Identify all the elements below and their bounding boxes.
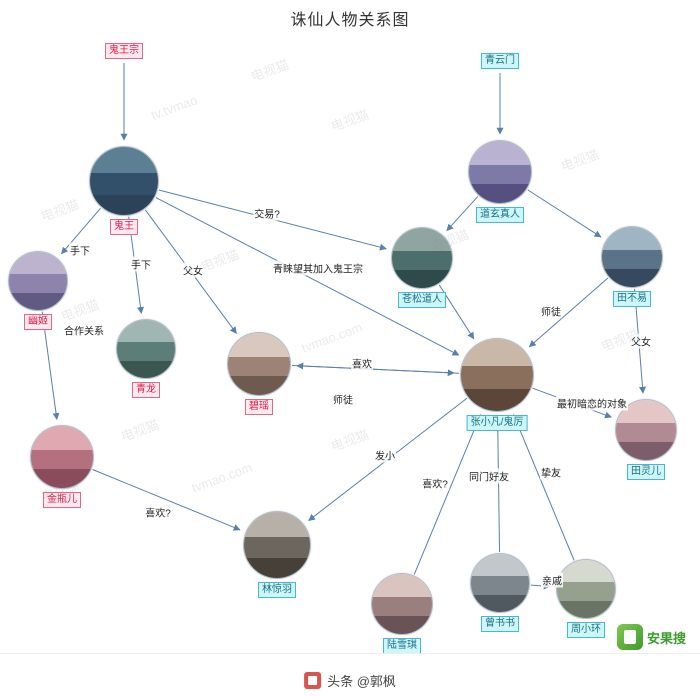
edge-label-biyao-zhangxiaofan: 师徒 — [332, 391, 354, 407]
brand-badge: 安果搜 — [616, 624, 686, 650]
node-photo-zengshushu — [470, 553, 530, 613]
node-photo-guiwang — [89, 146, 159, 216]
edge-label-zengshushu-zhangxiaofan: 同门好友 — [468, 468, 510, 484]
toutiao-icon — [304, 672, 322, 689]
edge-label-zhouxiaohuan-zhangxiaofan: 挚友 — [540, 464, 562, 480]
edge-zengshushu-zhangxiaofan — [494, 417, 502, 553]
node-zhouxiaohuan[interactable] — [556, 559, 616, 619]
node-label-jinpinger: 金瓶儿 — [43, 492, 81, 508]
node-biyao[interactable] — [227, 332, 291, 396]
node-label-cangsongdaoren: 苍松道人 — [398, 292, 446, 308]
node-label-guiwangzong: 鬼王宗 — [105, 43, 143, 59]
node-youji[interactable] — [8, 251, 68, 311]
edge-zhouxiaohuan-zhangxiaofan — [512, 414, 575, 561]
node-photo-luxueqi — [371, 573, 433, 635]
node-zhangxiaofan[interactable] — [460, 338, 534, 412]
edge-guiwang-youji — [61, 207, 101, 255]
edge-label-guiwang-cangsongdaoren: 交易? — [253, 205, 281, 221]
edge-label-zhangxiaofan-biyao: 喜欢 — [351, 355, 373, 371]
node-label-daoxuanzhenren: 道玄真人 — [476, 207, 524, 223]
node-label-zengshushu: 曾书书 — [481, 616, 519, 632]
node-photo-tianlinger — [615, 399, 677, 461]
node-guiwang[interactable] — [89, 146, 159, 216]
node-label-youji: 幽姬 — [24, 314, 52, 330]
edge-luxueqi-zhangxiaofan — [413, 414, 482, 575]
node-label-qinglong: 青龙 — [132, 382, 160, 398]
page-title: 诛仙人物关系图 — [290, 12, 410, 29]
node-photo-linjingyu — [243, 511, 311, 579]
node-label-biyao: 碧瑶 — [245, 399, 273, 415]
node-daoxuanzhenren[interactable] — [468, 140, 532, 204]
node-photo-youji — [8, 251, 68, 311]
brand-label: 安果搜 — [646, 630, 686, 646]
edge-jinpinger-linjingyu — [92, 469, 241, 531]
node-qinglong[interactable] — [116, 319, 176, 379]
node-label-zhouxiaohuan: 周小环 — [567, 622, 605, 638]
edge-label-guiwang-youji: 手下 — [69, 242, 91, 258]
edge-tianbuyi-zhangxiaofan — [528, 277, 609, 348]
node-label-luxueqi: 陆雪琪 — [383, 638, 421, 654]
footer-bar: 头条 @郭枫 — [0, 653, 700, 700]
node-photo-tianbuyi — [601, 226, 663, 288]
node-linjingyu[interactable] — [243, 511, 311, 579]
edge-daoxuanzhenren-tianbuyi — [527, 189, 602, 238]
node-photo-cangsongdaoren — [391, 227, 453, 289]
node-photo-zhouxiaohuan — [556, 559, 616, 619]
node-jinpinger[interactable] — [30, 425, 94, 489]
edge-label-jinpinger-linjingyu: 喜欢? — [144, 504, 172, 520]
node-zengshushu[interactable] — [470, 553, 530, 613]
edge-label-zhangxiaofan-tianlinger: 最初暗恋的对象 — [556, 395, 628, 411]
source-attribution: 头条 @郭枫 — [304, 671, 396, 690]
node-cangsongdaoren[interactable] — [391, 227, 453, 289]
node-tianbuyi[interactable] — [601, 226, 663, 288]
node-photo-biyao — [227, 332, 291, 396]
node-luxueqi[interactable] — [371, 573, 433, 635]
node-label-qingyunmen: 青云门 — [481, 53, 519, 69]
edge-label-zhangxiaofan-linjingyu: 发小 — [374, 447, 396, 463]
node-photo-qinglong — [116, 319, 176, 379]
node-label-tianbuyi: 田不易 — [613, 291, 651, 307]
edge-label-tianbuyi-tianlinger: 父女 — [630, 333, 652, 349]
node-photo-zhangxiaofan — [460, 338, 534, 412]
node-photo-jinpinger — [30, 425, 94, 489]
edge-label-luxueqi-zhangxiaofan: 喜欢? — [421, 475, 449, 491]
node-label-guiwang: 鬼王 — [110, 219, 138, 235]
edge-label-guiwang-zhangxiaofan: 青睐望其加入鬼王宗 — [272, 260, 364, 276]
node-label-zhangxiaofan: 张小凡/鬼厉 — [466, 415, 528, 431]
edge-label-tianbuyi-zhangxiaofan: 师徒 — [540, 303, 562, 319]
edge-label-guiwang-qinglong: 手下 — [130, 256, 152, 272]
node-label-tianlinger: 田灵儿 — [627, 464, 665, 480]
node-label-linjingyu: 林惊羽 — [258, 582, 296, 598]
edge-biyao-zhangxiaofan — [291, 365, 455, 377]
source-label: 头条 @郭枫 — [327, 674, 396, 689]
node-tianlinger[interactable] — [615, 399, 677, 461]
edge-guiwang-zhangxiaofan — [155, 197, 460, 356]
node-photo-daoxuanzhenren — [468, 140, 532, 204]
brand-logo-icon — [616, 624, 643, 650]
edge-label-zengshushu-zhouxiaohuan: 亲戚 — [541, 572, 563, 588]
edge-label-youji-jinpinger: 合作关系 — [63, 322, 105, 338]
edge-label-guiwang-biyao: 父女 — [182, 262, 204, 278]
